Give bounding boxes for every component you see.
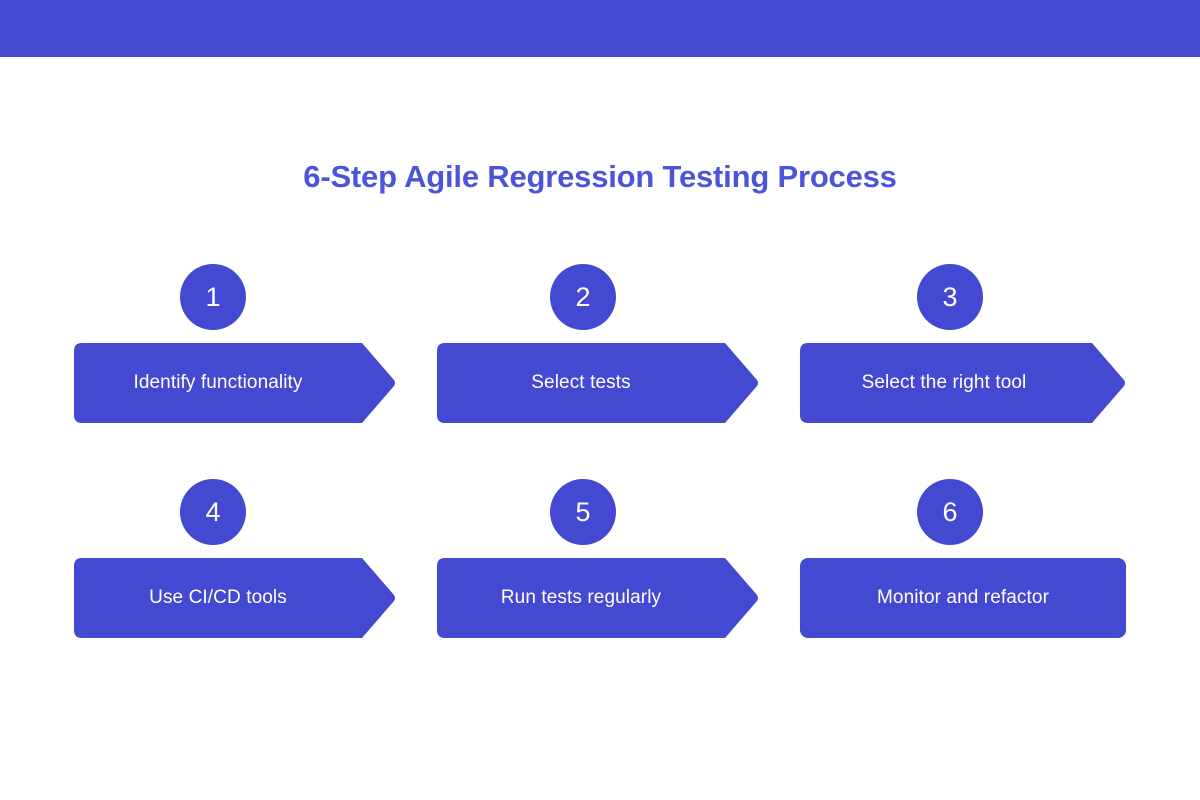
step-arrow-shape bbox=[437, 343, 759, 423]
step-number-badge: 4 bbox=[180, 479, 246, 545]
step-4[interactable]: 4 Use CI/CD tools bbox=[74, 479, 414, 649]
step-rectangle-shape bbox=[800, 558, 1126, 638]
step-number-badge: 2 bbox=[550, 264, 616, 330]
step-number-badge: 1 bbox=[180, 264, 246, 330]
step-arrow-shape bbox=[437, 558, 759, 638]
step-number-badge: 3 bbox=[917, 264, 983, 330]
step-6[interactable]: 6 Monitor and refactor bbox=[800, 479, 1140, 649]
step-2[interactable]: 2 Select tests bbox=[437, 264, 777, 434]
step-5[interactable]: 5 Run tests regularly bbox=[437, 479, 777, 649]
page-title: 6-Step Agile Regression Testing Process bbox=[303, 158, 897, 194]
step-3[interactable]: 3 Select the right tool bbox=[800, 264, 1140, 434]
step-number-badge: 5 bbox=[550, 479, 616, 545]
step-1[interactable]: 1 Identify functionality bbox=[74, 264, 414, 434]
step-arrow-shape bbox=[74, 343, 396, 423]
top-banner bbox=[0, 0, 1200, 57]
step-arrow-shape bbox=[800, 343, 1126, 423]
step-number-badge: 6 bbox=[917, 479, 983, 545]
step-arrow-shape bbox=[74, 558, 396, 638]
